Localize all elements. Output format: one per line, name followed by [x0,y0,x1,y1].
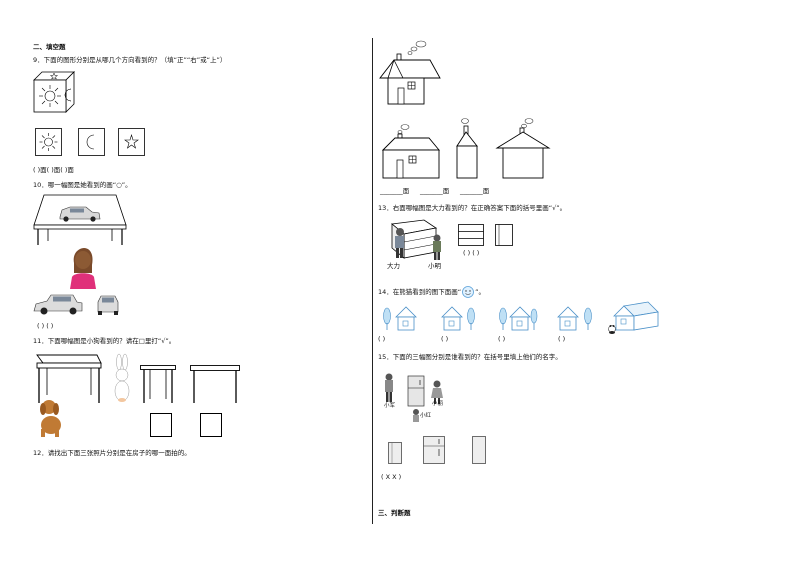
section-title-fill-blank: 二、填空题 [33,43,66,51]
q14-answer-1[interactable]: ( ) [378,335,386,343]
view-moon-box [78,128,105,156]
fridge-children-figure [385,373,443,422]
table-dog-rabbit-figure [36,353,130,437]
car-rear-view [97,295,119,315]
question-13-text: 13．右面哪幅图是大力看到的？在正确答案下面的括号里画“√”。 [378,204,567,212]
cube-figure [33,71,75,113]
moon-icon [64,88,72,102]
cabinet-children-figure [391,219,441,260]
star-icon [49,72,59,80]
question-14-text-end: ”。 [475,288,486,296]
house-tree-view-4 [557,306,592,331]
checkbox-b[interactable] [200,413,222,437]
table-with-car-figure [33,194,127,245]
house-photo-side [456,118,478,179]
view-sun-box [35,128,62,156]
car-icon [59,206,101,222]
smiley-icon [462,286,475,298]
sun-icon [39,85,61,107]
table-view-b [190,365,240,403]
label-xiaohong: 小红 [420,413,432,419]
table-view-a [140,365,176,403]
q14-answer-3[interactable]: ( ) [498,335,506,343]
fridge-view-a [388,442,402,464]
question-15-text: 15．下面的三幅图分别是谁看到的？在括号里填上他们的名字。 [378,353,562,361]
q14-answer-2[interactable]: ( ) [441,335,449,343]
label-xiaoming: 小明 [428,262,441,270]
q13-answer-blanks[interactable]: ( ) ( ) [463,249,480,257]
question-14-text: 14．在熊猫看到的图下面画“ ”。 [378,286,485,298]
girl-figure [70,248,96,289]
house-main-figure [379,40,441,105]
q14-answer-4[interactable]: ( ) [558,335,566,343]
house-tree-view-1 [383,306,417,331]
label-xiaoli: 小丽 [432,401,444,407]
fridge-view-b [423,436,445,464]
column-divider [372,38,373,524]
house-tree-view-3 [499,306,538,331]
boy-dali-icon [395,228,404,258]
question-11-text: 11．下面哪幅图是小狗看到的？请在□里打“√”。 [33,337,176,345]
girl-xiaoli-icon [431,380,443,404]
house-tree-view-2 [441,306,475,331]
panda-icon [608,325,616,334]
dog-icon [40,400,61,437]
child-xiaohong-icon [413,409,419,422]
q15-answer-blanks[interactable]: ( X X ) [381,473,402,481]
question-14-text-start: 14．在熊猫看到的图下面画“ [378,288,462,296]
question-10-text: 10．哪一幅图是她看到的画“○”。 [33,181,132,189]
smoke-icon [407,40,427,55]
cabinet-view-b [495,224,513,246]
question-9-text: 9．下面的图形分别是从哪几个方向看到的？（填“正”“右”或“上”） [33,56,227,64]
section-title-true-false: 三、判断题 [378,509,411,517]
house-photo-front [381,124,440,179]
label-xiaojun: 小军 [384,403,396,409]
house-photo-back [495,118,551,179]
car-side-view [33,294,83,315]
house-tree-panda-figure [608,301,659,334]
view-star-box [118,128,145,156]
q12-blank-3[interactable]: _______面 [460,187,490,195]
boy-xiaoming-icon [433,234,441,260]
label-dali: 大力 [387,262,400,270]
q9-answer-blanks[interactable]: ( )面( )面( )面 [33,166,74,174]
cabinet-view-a [458,224,484,246]
fridge-view-c [472,436,486,464]
question-12-text: 12．请找出下面三张照片分别是在房子的哪一面拍的。 [33,449,191,457]
checkbox-a[interactable] [150,413,172,437]
boy-xiaojun-icon [385,373,393,402]
q12-blank-2[interactable]: _______面 [420,187,450,195]
q10-answer-blanks[interactable]: ( ) ( ) [37,322,54,330]
q12-blank-1[interactable]: _______面 [380,187,410,195]
rabbit-icon [114,353,130,402]
